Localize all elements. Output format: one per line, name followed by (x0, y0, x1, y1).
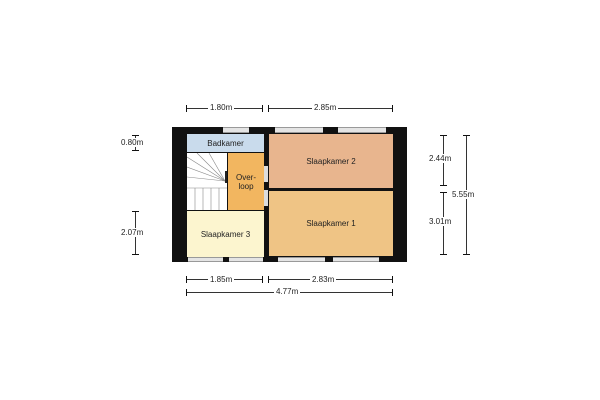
room-label: Slaapkamer 1 (306, 219, 356, 228)
room-slaapkamer-3: Slaapkamer 3 (187, 211, 264, 257)
dimension-label: 1.85m (208, 275, 235, 284)
room-badkamer: Badkamer (187, 134, 264, 152)
window (338, 127, 386, 133)
window (229, 257, 263, 262)
room-slaapkamer-1: Slaapkamer 1 (269, 191, 393, 256)
dimension-label: 2.07m (119, 228, 146, 237)
window (278, 257, 325, 262)
stairs-icon (186, 152, 227, 210)
room-label: Slaapkamer 2 (306, 156, 356, 166)
dimension-label: 0.80m (119, 138, 146, 147)
window (275, 127, 323, 133)
room-label: Badkamer (207, 138, 244, 148)
window (223, 127, 249, 133)
door (264, 166, 268, 182)
dimension-label: 1.80m (208, 103, 235, 112)
dimension-label: 3.01m (427, 217, 454, 226)
dimension-label: 2.44m (427, 154, 454, 163)
room-slaapkamer-2: Slaapkamer 2 (269, 134, 393, 188)
stairs (186, 152, 227, 210)
dimension-label: 2.85m (312, 103, 339, 112)
door (264, 190, 268, 206)
room-label: Over- loop (236, 172, 256, 191)
room-overloop: Over- loop (228, 153, 264, 210)
dimension-label: 2.83m (310, 275, 337, 284)
window (333, 257, 379, 262)
room-label: Slaapkamer 3 (200, 229, 251, 239)
dimension-label: 4.77m (274, 287, 301, 296)
window (188, 257, 223, 262)
dimension-label: 5.55m (450, 190, 477, 199)
